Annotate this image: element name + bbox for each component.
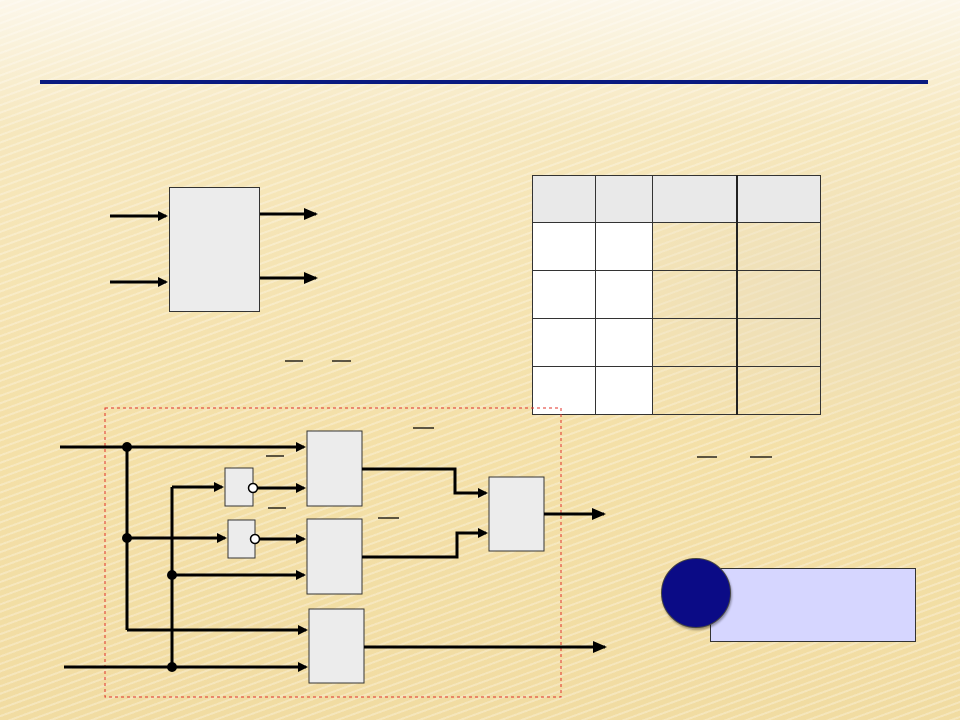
wire-and-middle-out — [362, 528, 488, 559]
block-inputs — [110, 211, 168, 287]
inverter-bubble — [247, 482, 259, 494]
table-cell — [595, 222, 653, 271]
table-row — [532, 222, 821, 271]
table-cell — [736, 366, 821, 415]
table-cell — [652, 366, 738, 415]
title-underline — [40, 80, 928, 84]
note-box — [710, 568, 916, 642]
table-row — [532, 270, 821, 319]
table-cell — [532, 366, 596, 415]
and-gate-upper — [306, 430, 363, 507]
block-symbol — [169, 187, 260, 312]
block-outputs — [260, 208, 318, 284]
table-cell — [652, 270, 738, 319]
junction-dot — [122, 442, 132, 452]
and-gate-lower — [308, 608, 365, 684]
table-cell — [595, 366, 653, 415]
note-marker-circle — [661, 558, 731, 628]
truth-table — [532, 175, 821, 415]
table-cell — [736, 318, 821, 367]
table-cell — [736, 222, 821, 271]
overbar-marks — [266, 360, 772, 519]
and-gate-middle — [306, 518, 363, 595]
table-cell — [595, 270, 653, 319]
junction-dot — [167, 570, 177, 580]
circuit-boundary — [104, 407, 562, 698]
table-cell — [736, 270, 821, 319]
table-row — [532, 366, 821, 415]
inverter-bubble — [249, 533, 261, 545]
junction-dot — [122, 533, 132, 543]
junction-dot — [167, 662, 177, 672]
table-header-cell — [736, 175, 821, 223]
table-header-cell — [595, 175, 653, 223]
table-cell — [532, 270, 596, 319]
table-header-row — [532, 175, 821, 223]
table-header-cell — [652, 175, 738, 223]
or-gate — [488, 476, 545, 552]
wire-and-upper-out — [362, 467, 488, 498]
